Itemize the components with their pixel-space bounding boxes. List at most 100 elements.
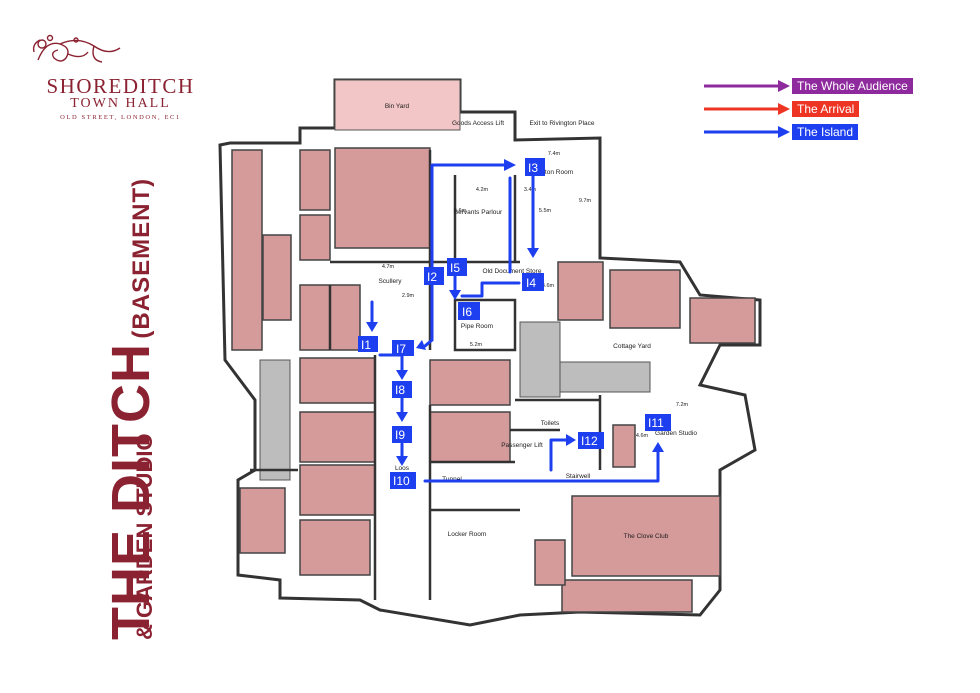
dimension-label: 5.6m [454,208,467,214]
island-route [549,438,570,472]
label-goods-lift: Goods Access Lift [452,120,504,127]
label-bin-yard: Bin Yard [385,103,410,110]
dimension-label: 3.4m [524,187,537,193]
island-arrowhead [366,322,378,332]
legend-label: The Island [792,124,859,140]
room-block [299,149,331,211]
room-block [231,149,263,351]
room-block [334,147,431,249]
legend-item-island: The Island [700,122,940,142]
room-block [612,424,636,468]
legend-item-arrival: The Arrival [700,99,940,119]
label-exit: Exit to Rivington Place [529,120,594,127]
legend: The Whole Audience The Arrival The Islan… [700,76,940,146]
label-cottage-yard: Cottage Yard [613,343,651,350]
grey-area [259,359,291,481]
island-marker-label: I8 [395,383,405,397]
island-marker-label: I3 [528,161,538,175]
dimension-label: 9.7m [579,198,592,204]
logo-subtitle: TOWN HALL [70,96,171,111]
island-marker-box [424,267,444,285]
dimension-label: 7.4m [548,151,561,157]
island-arrowhead [527,248,539,258]
grey-area [519,321,561,398]
island-marker-box [447,258,467,276]
island-route [460,281,521,298]
room-block [262,234,292,321]
island-arrowhead [449,290,461,300]
room-block [689,297,756,344]
legend-item-whole-audience: The Whole Audience [700,76,940,96]
island-marker-label: I9 [395,428,405,442]
room-block [557,261,604,321]
island-arrowhead [396,412,408,422]
room-block [534,539,566,586]
arrow-icon [704,126,790,138]
grey-area [559,361,651,393]
island-arrowhead [504,159,516,171]
label-toilets: Toilets [541,420,560,427]
island-marker-label: I11 [648,416,664,430]
island-marker-box [392,340,414,356]
island-marker-box [645,414,671,431]
legend-label: The Arrival [792,101,860,117]
island-marker-box [390,472,416,489]
island-arrowhead [416,340,426,350]
dimension-label: 4.2m [476,187,489,193]
room-block [299,357,376,404]
island-marker-label: I7 [396,342,406,356]
island-marker-label: I12 [581,434,598,448]
island-route [423,448,660,483]
logo-title: SHOREDITCH [46,74,195,98]
island-marker-box [358,336,378,352]
label-clove-club: The Clove Club [624,533,669,540]
island-marker-box [458,302,480,320]
island-marker-label: I1 [361,338,371,352]
label-stairwell: Stairwell [566,473,591,480]
island-marker-box [392,381,412,398]
room-block [299,411,376,463]
dimension-label: 2.9m [402,293,415,299]
bin-yard-area [334,79,461,131]
room-block [561,579,693,613]
island-arrowhead [396,370,408,380]
room-block [571,495,721,577]
room-block [299,464,376,516]
label-pipe-room: Pipe Room [461,323,493,330]
arrow-icon [704,103,790,115]
island-marker-label: I2 [427,270,437,284]
dimension-label: 4.6m [542,283,555,289]
room-block [239,487,286,554]
island-marker-label: I5 [450,261,460,275]
label-scullery: Scullery [378,278,402,285]
island-marker-box [392,426,412,443]
room-block [429,411,511,463]
label-rivington-room: Rivington Room [527,169,573,176]
dimension-label: 4.7m [382,264,395,270]
island-arrowhead [652,442,664,452]
dimension-label: 4.6m [636,433,649,439]
island-markers: I1 I2 I3 I4 I5 I6 I7 I8 I9 I10 I11 I12 [358,158,671,489]
legend-label: The Whole Audience [792,78,913,94]
island-marker-label: I6 [462,305,472,319]
dimension-label: 5.2m [470,342,483,348]
island-route [423,338,434,348]
label-passenger-lift: Passenger Lift [501,442,543,449]
island-arrowhead [396,456,408,466]
island-marker-label: I4 [526,276,536,290]
label-locker-room: Locker Room [448,531,487,538]
room-block [299,214,331,261]
island-marker-box [578,432,604,449]
label-loos: Loos [395,465,410,472]
island-arrowhead [566,434,576,446]
dimension-label: 5.5m [539,208,552,214]
logo-address: OLD STREET, LONDON, EC1 [60,114,181,121]
label-old-document-store: Old Document Store [483,268,542,275]
ornament-icon [32,34,121,63]
dimension-label: 7.2m [676,402,689,408]
arrow-icon [704,80,790,92]
label-garden-studio: Garden Studio [655,430,697,437]
room-block [609,269,681,329]
island-marker-box [525,158,545,176]
